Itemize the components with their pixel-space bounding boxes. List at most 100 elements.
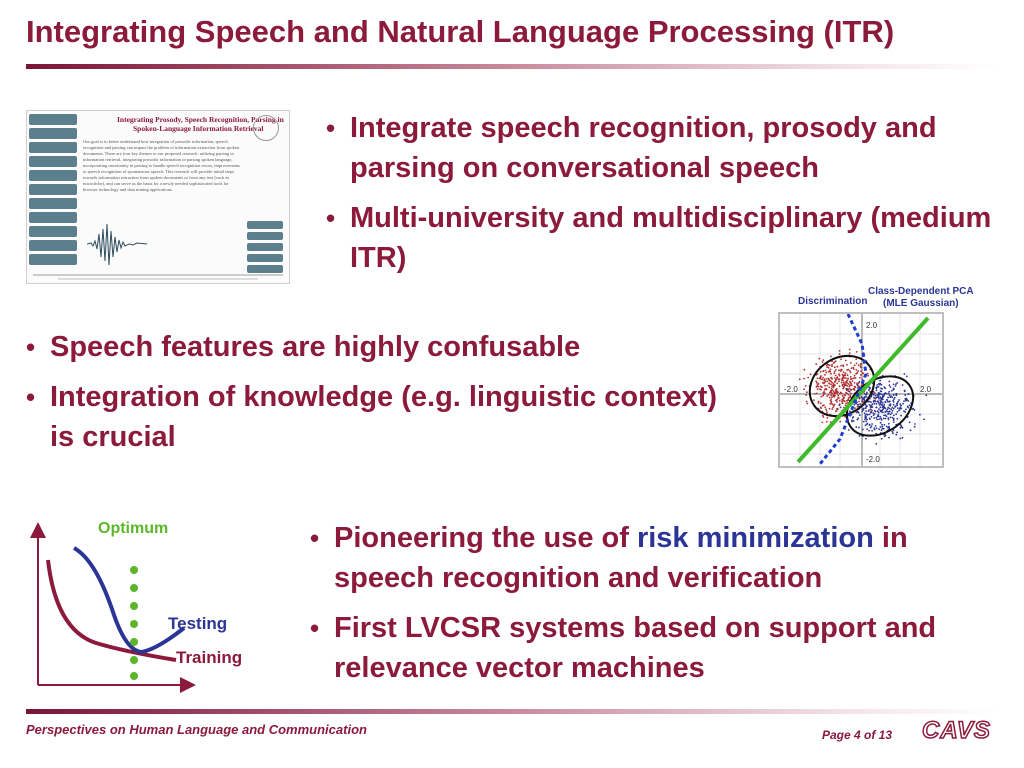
bullets-bottom: Pioneering the use of risk minimization … <box>310 518 1000 698</box>
cavs-logo: CAVS <box>921 716 991 745</box>
scatter-dot <box>815 380 817 383</box>
scatter-dot <box>887 392 890 395</box>
scatter-dot <box>833 372 836 374</box>
scatter-dot <box>875 416 878 419</box>
scatter-dot <box>816 373 819 375</box>
scatter-dot <box>875 406 878 409</box>
scatter-dot <box>883 435 886 438</box>
scatter-dot <box>818 357 821 360</box>
scatter-dot <box>833 391 836 394</box>
scatter-dot <box>838 378 841 380</box>
scatter-dot <box>869 418 871 420</box>
scatter-dot <box>877 392 880 394</box>
scatter-dot <box>862 397 865 400</box>
scatter-dot <box>825 420 828 423</box>
scatter-dot <box>869 405 872 407</box>
scatter-dot <box>882 411 884 414</box>
footer-text: Perspectives on Human Language and Commu… <box>26 722 367 737</box>
scatter-dot <box>821 361 824 363</box>
scatter-dot <box>896 404 899 407</box>
scatter-dot <box>868 400 871 403</box>
scatter-dot <box>840 381 843 384</box>
scatter-dot <box>836 390 838 392</box>
scatter-dot <box>891 409 894 412</box>
scatter-dot <box>845 387 848 390</box>
scatter-dot <box>831 392 834 395</box>
scatter-dot <box>863 392 866 395</box>
scatter-dot <box>853 374 856 377</box>
scatter-dot <box>878 397 880 400</box>
scatter-dot <box>838 373 840 376</box>
scatter-dot <box>883 403 886 406</box>
scatter-dot <box>855 369 858 371</box>
scatter-dot <box>841 399 844 401</box>
scatter-dot <box>903 410 905 413</box>
scatter-dot <box>846 402 849 404</box>
scatter-dot <box>851 419 853 422</box>
scatter-dot <box>880 417 883 420</box>
scatter-dot <box>896 382 899 384</box>
scatter-dot <box>849 389 852 391</box>
scatter-dot <box>875 427 878 429</box>
scatter-dot <box>839 391 842 394</box>
scatter-dot <box>847 368 850 371</box>
scatter-dot <box>877 411 880 414</box>
scatter-dot <box>837 391 839 394</box>
scatter-dot <box>836 365 839 368</box>
scatter-dot <box>853 382 856 384</box>
scatter-dot <box>892 417 895 420</box>
scatter-dot <box>892 407 895 410</box>
scatter-dot <box>914 423 916 425</box>
scatter-dot <box>870 415 873 418</box>
scatter-dot <box>887 418 890 421</box>
scatter-dot <box>830 394 832 397</box>
scatter-dot <box>877 410 879 413</box>
scatter-dot <box>817 400 820 403</box>
scatter-dot <box>894 406 896 408</box>
scatter-dot <box>848 390 851 393</box>
waveform-icon <box>87 223 147 266</box>
scatter-dot <box>841 377 844 380</box>
scatter-dot <box>805 400 808 403</box>
scatter-dot <box>879 379 881 382</box>
scatter-dot <box>853 377 855 379</box>
scatter-dot <box>866 418 868 421</box>
scatter-dot <box>863 399 866 402</box>
scatter-dot <box>913 425 916 428</box>
scatter-dot <box>908 421 911 424</box>
scatter-dot <box>868 423 871 426</box>
scatter-dot <box>905 375 908 378</box>
scatter-dot <box>900 404 902 407</box>
scatter-dot <box>896 411 899 413</box>
scatter-dot <box>837 394 840 397</box>
scatter-dot <box>850 382 852 385</box>
scatter-dot <box>831 365 833 368</box>
scatter-dot <box>853 364 856 367</box>
scatter-dot <box>856 403 859 406</box>
scatter-dot <box>859 403 862 405</box>
scatter-dot <box>869 408 872 411</box>
scatter-dot <box>843 400 846 403</box>
scatter-dot <box>897 400 899 403</box>
scatter-dot <box>839 420 842 423</box>
scatter-dot <box>836 407 838 410</box>
scatter-dot <box>847 429 850 431</box>
scatter-dot <box>873 413 876 415</box>
scatter-dot <box>855 358 858 361</box>
scatter-dot <box>881 425 884 428</box>
scatter-dot <box>919 413 921 416</box>
scatter-dot <box>884 414 887 417</box>
scatter-dot <box>892 432 894 435</box>
scatter-dot <box>881 427 884 430</box>
scatter-dot <box>840 368 843 371</box>
scatter-dot <box>838 397 840 399</box>
scatter-dot <box>850 367 853 369</box>
scatter-dot <box>849 410 851 413</box>
scatter-dot <box>849 362 852 364</box>
scatter-dot <box>865 420 868 423</box>
scatter-dot <box>860 384 863 387</box>
scatter-dot <box>825 408 827 411</box>
scatter-dot <box>908 404 911 407</box>
bullet-risk-minimization: Pioneering the use of risk minimization … <box>310 518 1000 598</box>
scatter-dot <box>884 387 887 390</box>
